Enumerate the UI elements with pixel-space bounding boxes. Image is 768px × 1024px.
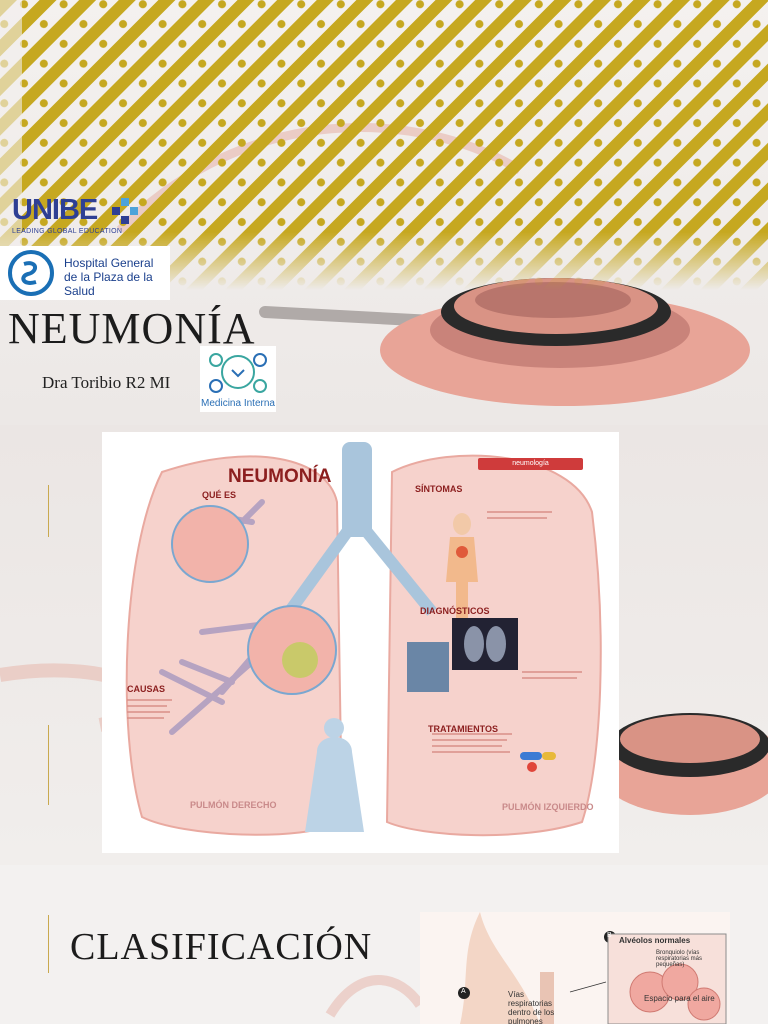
air-space-label: Espacio para el aire bbox=[644, 994, 715, 1003]
hospital-emblem-icon bbox=[8, 250, 54, 296]
bronchiole-label: Bronquiolo (vías respiratorias más peque… bbox=[656, 950, 703, 968]
title-slide: UNIBE LEADING GLOBAL EDUCATION Hospital … bbox=[0, 0, 768, 425]
section-que-es: QUÉ ES bbox=[202, 490, 237, 500]
unibe-logo-mark-icon bbox=[112, 198, 138, 224]
section-diagnosticos: DIAGNÓSTICOS bbox=[420, 606, 490, 616]
unibe-logo-name: UNIBE bbox=[12, 194, 98, 226]
hospital-name-line1: Hospital General bbox=[64, 256, 154, 270]
gold-pattern-decoration bbox=[0, 0, 768, 290]
unibe-logo: UNIBE LEADING GLOBAL EDUCATION bbox=[8, 192, 138, 240]
label-a: A bbox=[461, 988, 466, 995]
slide-title: NEUMONÍA bbox=[8, 304, 256, 353]
anatomy-illustration bbox=[458, 912, 727, 1024]
medicina-interna-logo: Medicina Interna bbox=[200, 346, 276, 412]
lungs-illustration bbox=[125, 442, 602, 837]
medicine-icons-cluster-icon bbox=[209, 353, 267, 393]
author-name: Dra Toribio R2 MI bbox=[42, 373, 171, 392]
accent-line bbox=[48, 915, 49, 973]
unibe-logo-tagline: LEADING GLOBAL EDUCATION bbox=[12, 228, 123, 235]
infographic-badge: neumología bbox=[478, 458, 583, 470]
section-sintomas: SÍNTOMAS bbox=[415, 484, 463, 494]
medicina-interna-label: Medicina Interna bbox=[201, 398, 275, 409]
slide-title: CLASIFICACIÓN bbox=[70, 926, 373, 968]
hospital-name-line2: de la Plaza de la Salud bbox=[64, 270, 153, 298]
footer-left-lung: PULMÓN IZQUIERDO bbox=[502, 802, 594, 812]
stethoscope-background-image bbox=[325, 975, 425, 1018]
hospital-logo: Hospital General de la Plaza de la Salud bbox=[0, 246, 170, 300]
footer-right-lung: PULMÓN DERECHO bbox=[190, 800, 277, 810]
classification-slide: CLASIFICACIÓN A B Alvéolos normales Bron… bbox=[0, 865, 768, 1024]
normal-alveoli-heading: Alvéolos normales bbox=[619, 936, 691, 945]
alveoli-figure: A B Alvéolos normales Bronquiolo (vías r… bbox=[420, 912, 730, 1024]
accent-line bbox=[48, 725, 49, 805]
section-tratamientos: TRATAMIENTOS bbox=[428, 724, 498, 734]
accent-line bbox=[48, 485, 49, 537]
stethoscope-image bbox=[116, 123, 750, 406]
pneumonia-infographic: NEUMONÍA neumología QUÉ ES CAUSAS SÍNTOM… bbox=[102, 432, 619, 853]
section-causas: CAUSAS bbox=[127, 684, 166, 694]
infographic-title: NEUMONÍA bbox=[228, 466, 332, 487]
airways-label: Vías respiratorias dentro de los pulmone… bbox=[508, 990, 555, 1024]
infographic-slide: NEUMONÍA neumología QUÉ ES CAUSAS SÍNTOM… bbox=[0, 425, 768, 865]
label-b: B bbox=[607, 932, 612, 939]
